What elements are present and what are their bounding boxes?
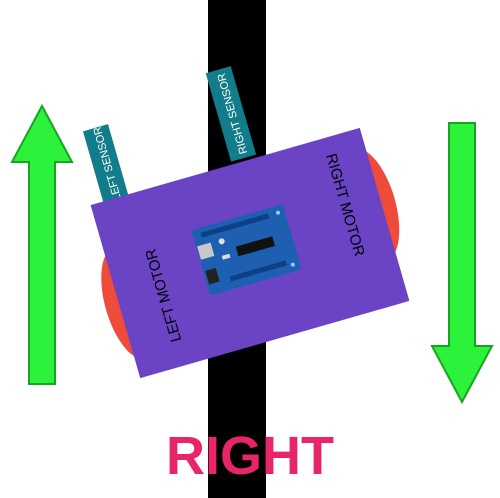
arrow-up-icon xyxy=(10,103,74,385)
arrow-down-shape xyxy=(430,122,494,405)
arrow-up-shape xyxy=(10,103,74,385)
arduino-uno-board-icon xyxy=(192,204,301,295)
robot: LEFT SENSOR RIGHT SENSOR LEFT MOTOR RIGH… xyxy=(82,66,410,379)
caption-right: RIGHT xyxy=(166,426,334,486)
arrow-down-icon xyxy=(430,122,494,405)
left-sensor: LEFT SENSOR xyxy=(82,124,131,209)
